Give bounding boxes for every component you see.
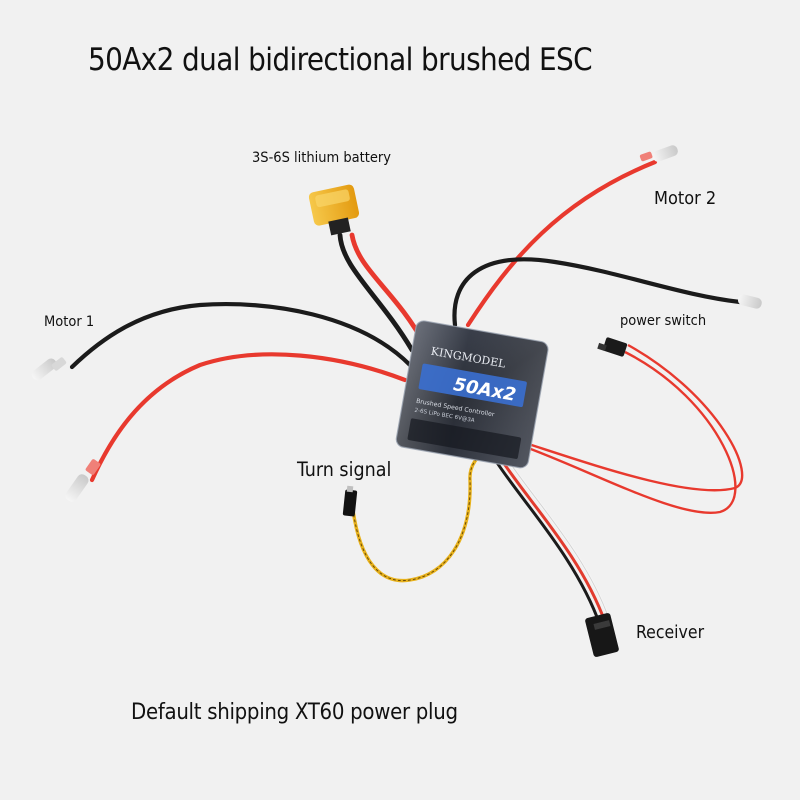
receiver-connector <box>585 613 619 657</box>
battery-label: 3S-6S lithium battery <box>252 150 391 166</box>
power-switch-wires <box>515 337 744 515</box>
xt60-connector <box>308 184 360 236</box>
motor2-label: Motor 2 <box>654 188 717 209</box>
turn-signal-connector <box>342 489 358 517</box>
motor2-connector-red <box>652 145 678 162</box>
motor1-wires <box>31 301 413 502</box>
motor1-connector-black <box>31 358 57 381</box>
esc-body: KINGMODEL 50Ax2 Brushed Speed Controller… <box>395 320 549 469</box>
turn-signal-label: Turn signal <box>297 458 392 481</box>
receiver-wire <box>490 449 619 657</box>
page-title: 50Ax2 dual bidirectional brushed ESC <box>88 42 593 78</box>
power-switch-label: power switch <box>620 313 707 329</box>
receiver-label: Receiver <box>636 623 705 643</box>
footer-caption: Default shipping XT60 power plug <box>131 700 458 725</box>
battery-wires <box>308 184 428 353</box>
motor2-connector-black <box>737 294 762 309</box>
motor1-connector-red <box>65 474 89 502</box>
turn-signal-wire <box>342 448 490 583</box>
motor1-label: Motor 1 <box>44 314 95 330</box>
power-switch <box>602 337 628 357</box>
motor2-wires <box>452 145 762 328</box>
